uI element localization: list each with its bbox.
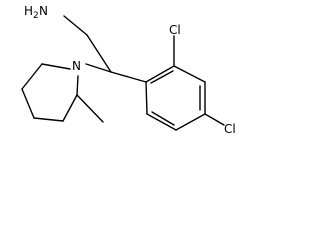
- piperidine-bond-6: [76, 75, 79, 96]
- aryl-bond-5-inner: [151, 111, 175, 126]
- molecule-canvas: H 2 N N Cl Cl: [21, 4, 236, 136]
- amine-label-n: N: [39, 4, 48, 18]
- piperidine-bond-5: [62, 94, 78, 122]
- bond-amine-ch2: [63, 15, 88, 36]
- aryl-bond-6: [145, 81, 148, 115]
- piperidine-bond-3: [21, 88, 35, 119]
- amine-label-h: H: [24, 4, 33, 18]
- bond-cl-bottom: [204, 113, 225, 126]
- amine-label-sub: 2: [33, 11, 39, 21]
- aryl-bond-4: [175, 113, 206, 131]
- aryl-bond-1-inner: [150, 70, 174, 84]
- aryl-bond-2: [173, 65, 206, 83]
- piperidine-nitrogen-label: N: [72, 59, 81, 73]
- piperidine-bond-2: [21, 63, 43, 90]
- molecule-structure: H 2 N N Cl Cl: [21, 4, 236, 136]
- chlorine-label-bottom: Cl: [224, 122, 236, 136]
- bond-ch-aryl: [110, 71, 147, 83]
- aryl-bond-5: [146, 113, 177, 131]
- piperidine-bond-4: [33, 117, 64, 122]
- chlorine-label-top: Cl: [169, 23, 181, 37]
- bond-ch2-ch: [86, 34, 112, 73]
- bond-ch-n: [85, 63, 112, 73]
- piperidine-bond-1: [41, 63, 71, 70]
- bond-methyl: [76, 94, 104, 123]
- aryl-bond-1: [145, 65, 175, 83]
